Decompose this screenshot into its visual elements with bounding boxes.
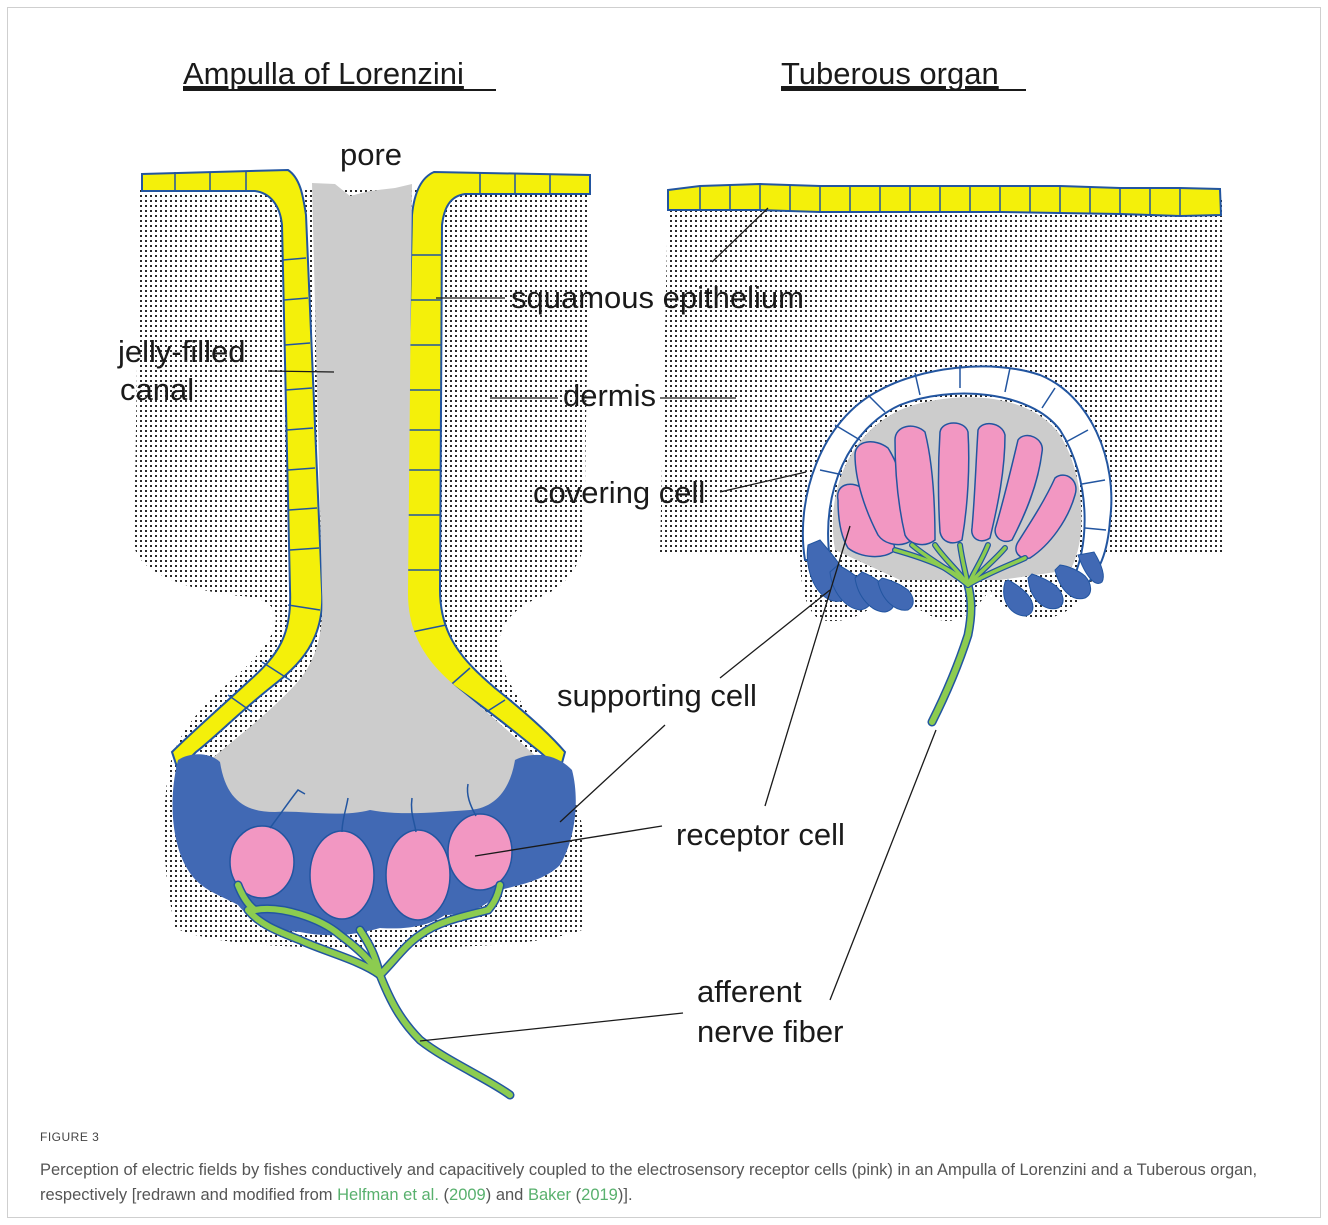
label-squamous-epithelium: squamous epithelium	[511, 280, 804, 315]
citation-year-link[interactable]: 2019	[581, 1186, 618, 1204]
citation-link-helfman[interactable]: Helfman et al.	[337, 1186, 439, 1204]
figure-number: FIGURE 3	[40, 1130, 99, 1144]
caption-text: Perception of electric fields by fishes …	[40, 1161, 1257, 1204]
caption-text: )].	[618, 1186, 633, 1204]
caption-text: ) and	[486, 1186, 528, 1204]
label-canal: canal	[120, 372, 194, 407]
label-nerve-fiber: nerve fiber	[697, 1014, 843, 1049]
heading-tuberous: Tuberous organ	[781, 56, 999, 91]
citation-link-baker[interactable]: Baker	[528, 1186, 571, 1204]
label-afferent: afferent	[697, 974, 802, 1009]
label-pore: pore	[340, 137, 402, 172]
citation-year-link[interactable]: 2009	[449, 1186, 486, 1204]
label-receptor-cell: receptor cell	[676, 817, 845, 852]
electroreceptor-diagram: Ampulla of Lorenzini Tuberous organ	[0, 0, 1328, 1110]
caption-text: (	[571, 1186, 581, 1204]
caption-text: (	[439, 1186, 449, 1204]
label-covering-cell: covering cell	[533, 475, 705, 510]
label-supporting-cell: supporting cell	[557, 678, 757, 713]
label-dermis: dermis	[563, 378, 656, 413]
heading-ampulla: Ampulla of Lorenzini	[183, 56, 464, 91]
tuberous-organ	[660, 184, 1222, 722]
figure-caption: Perception of electric fields by fishes …	[40, 1158, 1300, 1208]
label-jelly-filled: jelly-filled	[117, 334, 245, 369]
